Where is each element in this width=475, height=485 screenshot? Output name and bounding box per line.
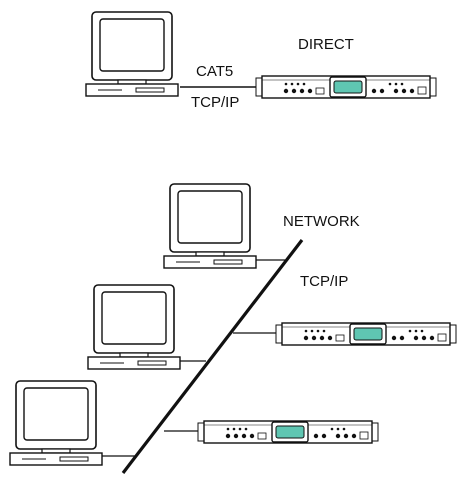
device-network-1	[275, 322, 457, 346]
computer-direct	[85, 11, 179, 97]
label-direct: DIRECT	[298, 36, 354, 53]
label-tcpip-direct: TCP/IP	[191, 94, 239, 111]
computer-network-3	[9, 380, 103, 466]
computer-network-2	[87, 284, 181, 370]
computer-network-1	[163, 183, 257, 269]
label-tcpip-network: TCP/IP	[300, 273, 348, 290]
label-cat5: CAT5	[196, 63, 233, 80]
device-direct	[255, 75, 437, 99]
device-network-2	[197, 420, 379, 444]
network-backbone	[121, 239, 304, 474]
label-network: NETWORK	[283, 213, 360, 230]
